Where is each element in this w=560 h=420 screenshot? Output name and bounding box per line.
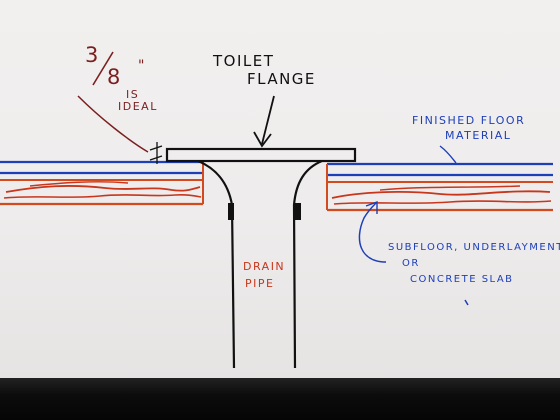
flange-label: FLANGE [247,70,316,88]
concrete-slab-label: CONCRETE SLAB [410,274,514,285]
right-wood-grain-3 [379,185,521,191]
table-edge-background [0,378,560,420]
right-wood-grain-2 [333,200,552,205]
pipe-label: PIPE [245,277,274,290]
gap-callout-curve [77,95,149,153]
material-label: MATERIAL [445,129,511,142]
labels: TOILET FLANGE 3 8 " IS IDEAL FINISHED FL… [85,43,560,290]
gap-bottom-tick [149,155,163,161]
right-floor-assembly [326,162,553,212]
toilet-label: TOILET [212,52,274,70]
left-wood-grain-3 [29,181,129,187]
drain-label: DRAIN [243,260,285,273]
inch-mark: " [138,58,146,74]
fraction-denominator: 8 [107,65,122,89]
paper-sheet [0,0,560,380]
right-pipe-seal [295,203,301,220]
right-wood-grain-1 [331,190,551,199]
fraction-slash [92,51,114,86]
annotation-arrows [77,95,469,306]
or-label: OR [402,258,420,269]
gap-top-tick [149,145,163,151]
flange-rim [165,147,357,163]
ideal-label: IDEAL [118,100,158,113]
toilet-flange-and-pipe [165,147,357,369]
left-wood-grain-1 [5,185,201,193]
fraction-numerator: 3 [85,43,100,67]
subfloor-callout-curve [358,202,387,263]
toilet-flange-pointer [261,95,275,145]
left-wood-grain-2 [3,193,202,199]
pen-mark [464,299,469,306]
toilet-flange-arrowhead [253,131,272,148]
left-pipe-seal [228,203,234,220]
finished-floor-pointer [439,145,457,164]
flange-right-collar [292,159,323,369]
left-floor-assembly [0,160,204,206]
is-label: IS [126,88,139,101]
subfloor-arrowhead [365,201,378,214]
subfloor-label: SUBFLOOR, UNDERLAYMENT [388,242,560,253]
finished-floor-label: FINISHED FLOOR [412,114,525,127]
